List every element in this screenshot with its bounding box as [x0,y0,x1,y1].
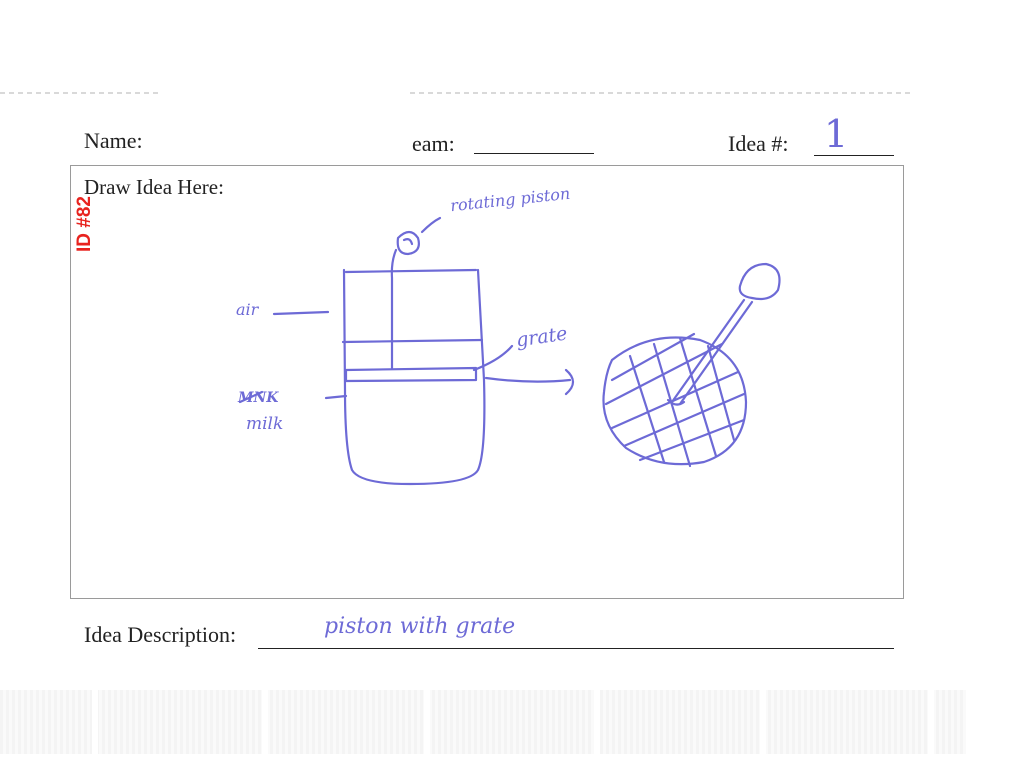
idea-description-field-line[interactable] [258,648,894,649]
detail-rod-end [666,398,686,406]
drawing-area [70,165,904,599]
idea-number-field-line[interactable] [814,155,894,156]
leader-air [272,310,330,316]
piston-rod [390,248,398,370]
detail-rod-left [670,298,746,404]
piston-grate-plate [344,366,478,383]
detail-arrow-line [484,376,572,383]
leader-rotating-piston [420,216,442,234]
leader-grate [472,344,514,372]
name-label: Name: [84,128,143,153]
team-field-line[interactable] [474,153,594,154]
knob-detail [402,238,414,246]
strikeout-line [238,390,264,404]
detail-rod-right [678,300,754,406]
scan-edge-left [0,92,160,94]
idea-description-label: Idea Description: [84,622,237,647]
team-label: eam: [412,131,455,156]
label-milk: milk [246,414,284,434]
grate-grid [604,332,746,468]
container-rim [344,268,478,274]
label-air: air [236,300,259,319]
leader-milk [324,394,348,400]
grate-detail-circle [602,336,748,466]
detail-knob [738,262,781,301]
detail-arrow-head [564,368,575,396]
idea-description-value: piston with grate [324,614,516,639]
idea-number-value: 1 [824,112,849,156]
label-milk-crossed: MNK [238,390,279,406]
scan-noise-strip [0,690,966,754]
rotating-knob [396,230,420,256]
draw-idea-label: Draw Idea Here: [84,175,224,199]
liquid-level-line [341,338,484,344]
container-outline [342,268,486,486]
scan-edge-right [410,92,910,94]
idea-number-label: Idea #: [728,131,789,156]
